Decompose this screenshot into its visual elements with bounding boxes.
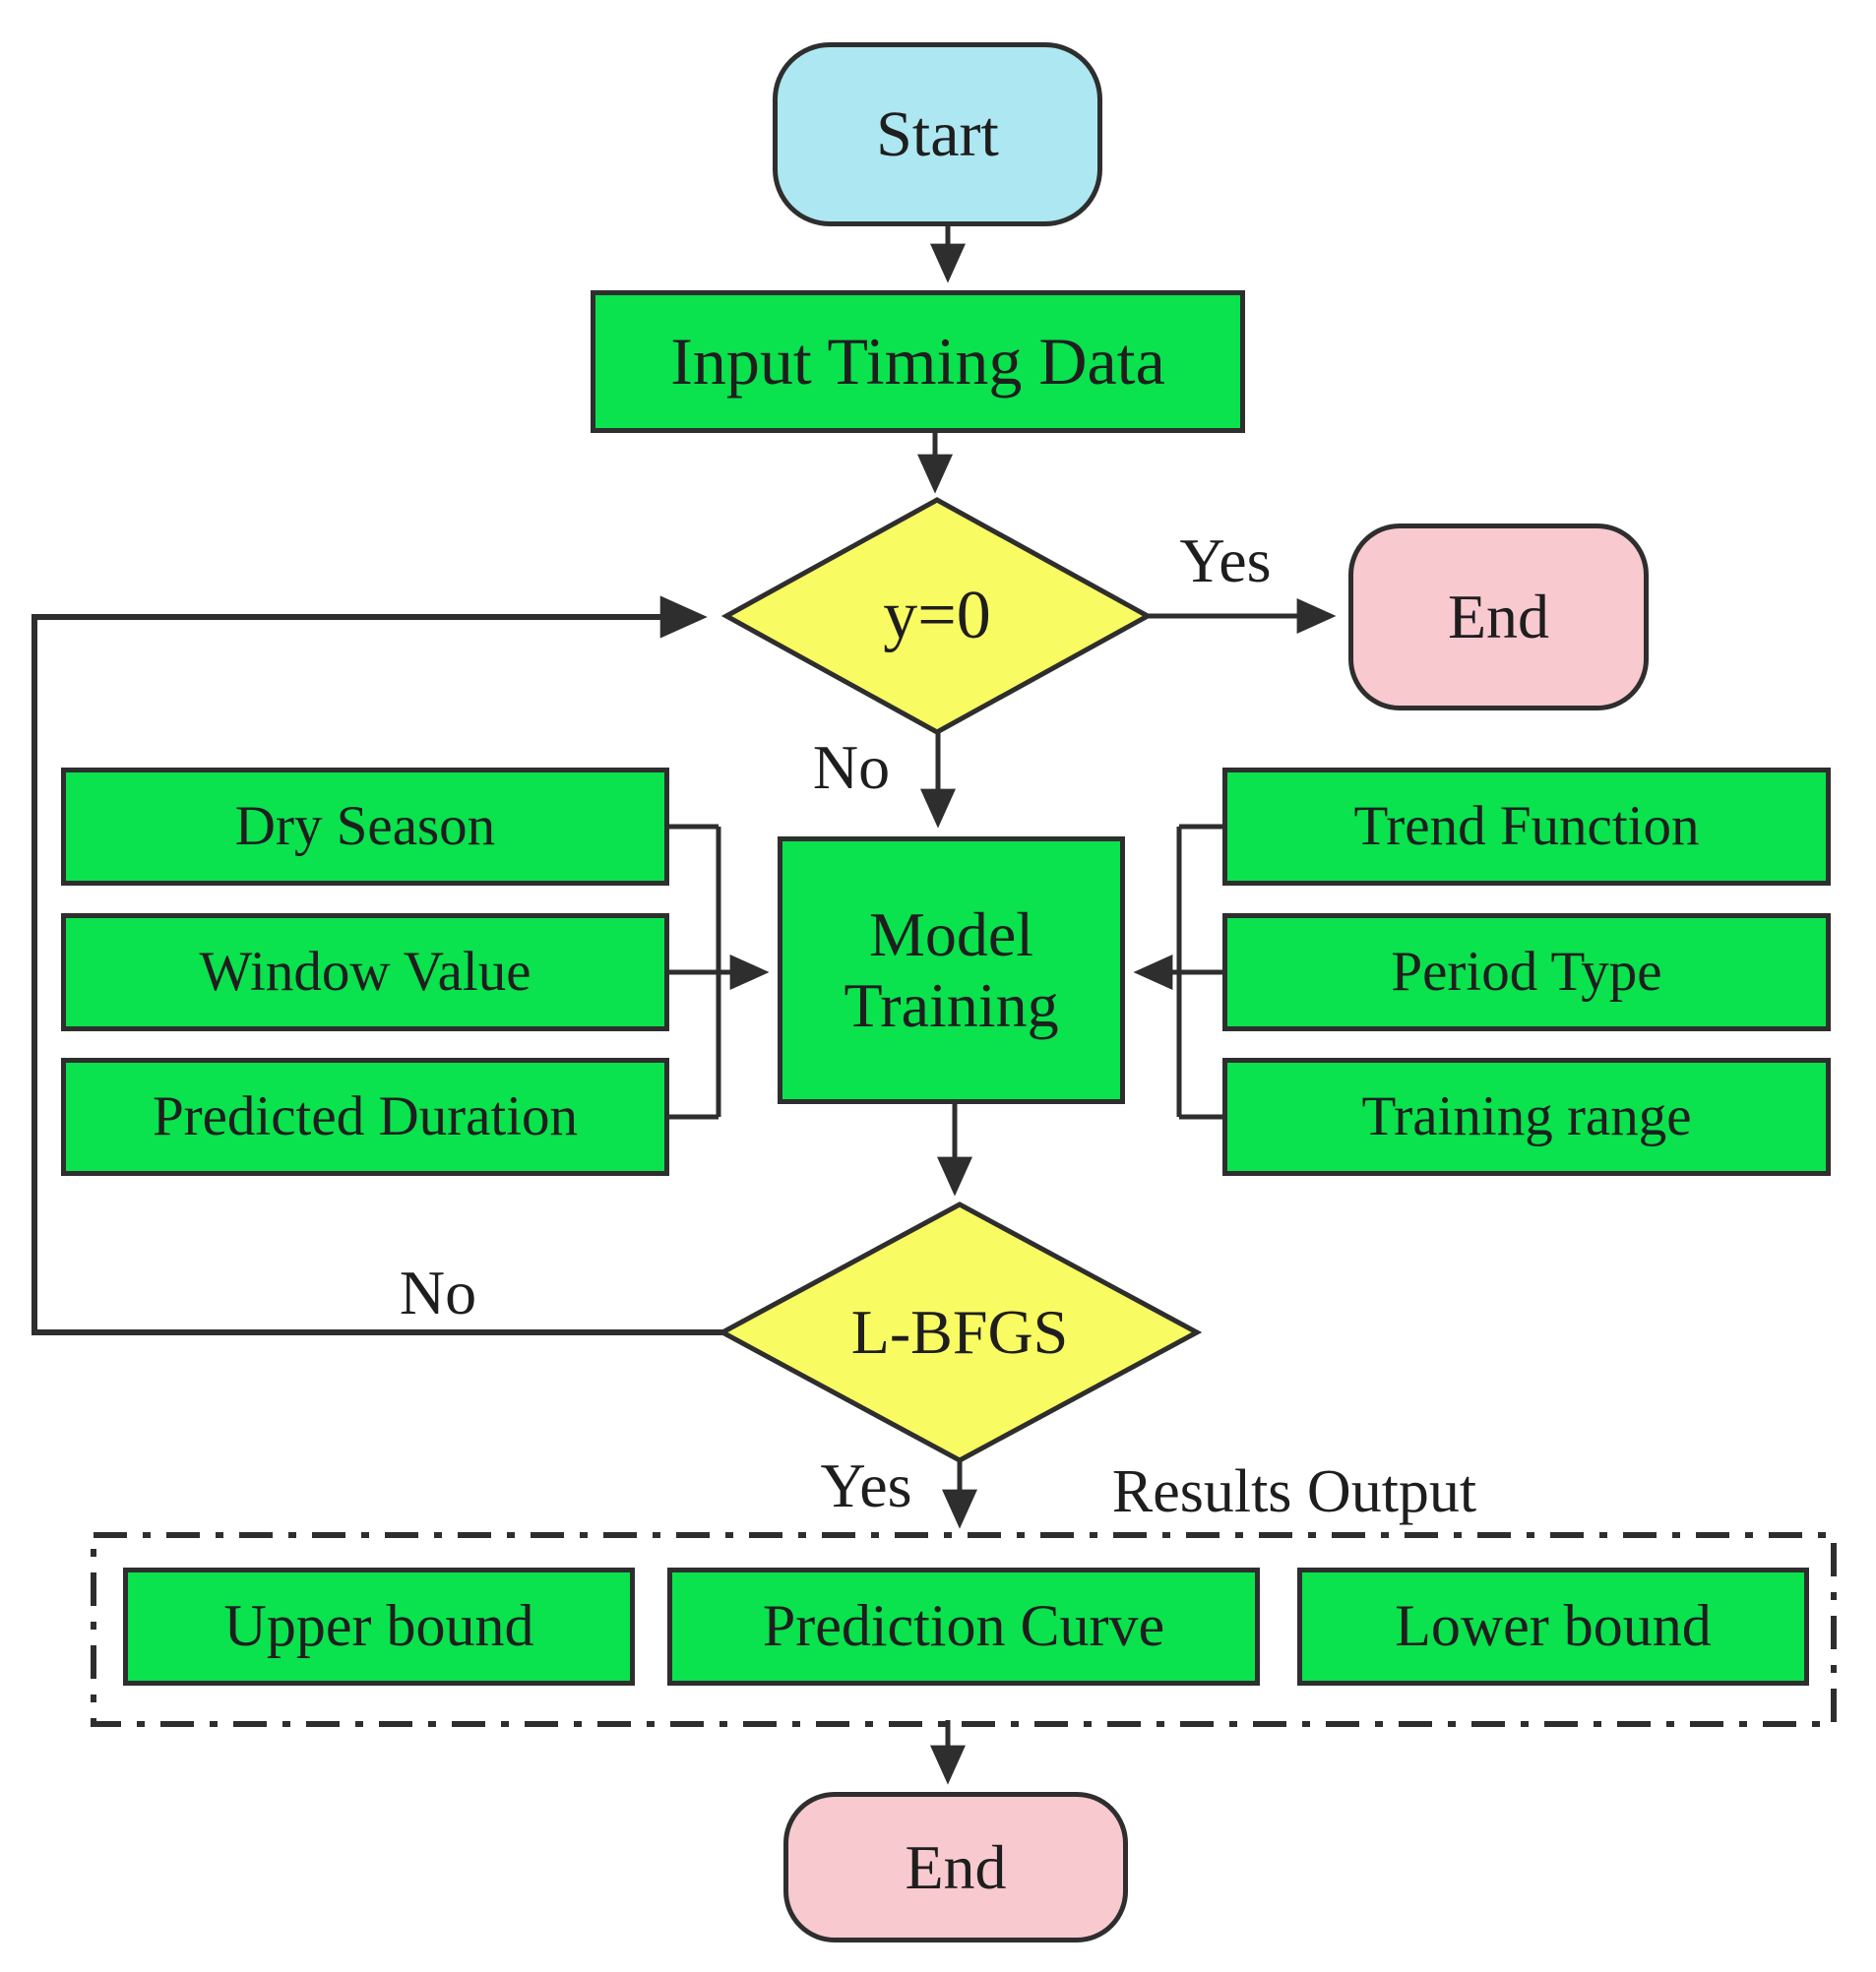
edge-lbfgs-loop-no [31,595,722,1335]
lbfgs-decision-label: L-BFGS [850,1297,1069,1367]
results-output-groupbox [91,1532,1837,1727]
training-range-node: Training range [1222,1058,1831,1176]
lower-bound-node: Lower bound [1297,1568,1809,1686]
trend-function-node: Trend Function [1222,768,1831,886]
lbfgs-decision-shape [717,1202,1203,1463]
input-timing-data-node: Input Timing Data [591,290,1245,433]
y0-yes-label: Yes [1179,525,1272,595]
results-output-label: Results Output [1111,1457,1477,1525]
lbfgs-no-label: No [399,1258,477,1327]
upper-bound-node: Upper bound [123,1568,635,1686]
prediction-curve-node: Prediction Curve [667,1568,1260,1686]
dry-season-node: Dry Season [61,768,669,886]
window-value-node: Window Value [61,913,669,1031]
start-node: Start [773,42,1102,226]
lbfgs-yes-label: Yes [820,1450,912,1520]
period-type-node: Period Type [1222,913,1831,1031]
y0-decision-label: y=0 [883,578,991,653]
predicted-duration-node: Predicted Duration [61,1058,669,1176]
bracket-left [669,824,721,1120]
model-training-label: Model Training [844,899,1059,1040]
end-node-bottom: End [783,1792,1128,1942]
y0-decision-shape [720,497,1154,735]
y0-no-label: No [812,732,891,802]
bracket-right [1176,824,1222,1120]
model-training-node: Model Training [778,836,1125,1104]
end-node-top: End [1348,524,1649,710]
